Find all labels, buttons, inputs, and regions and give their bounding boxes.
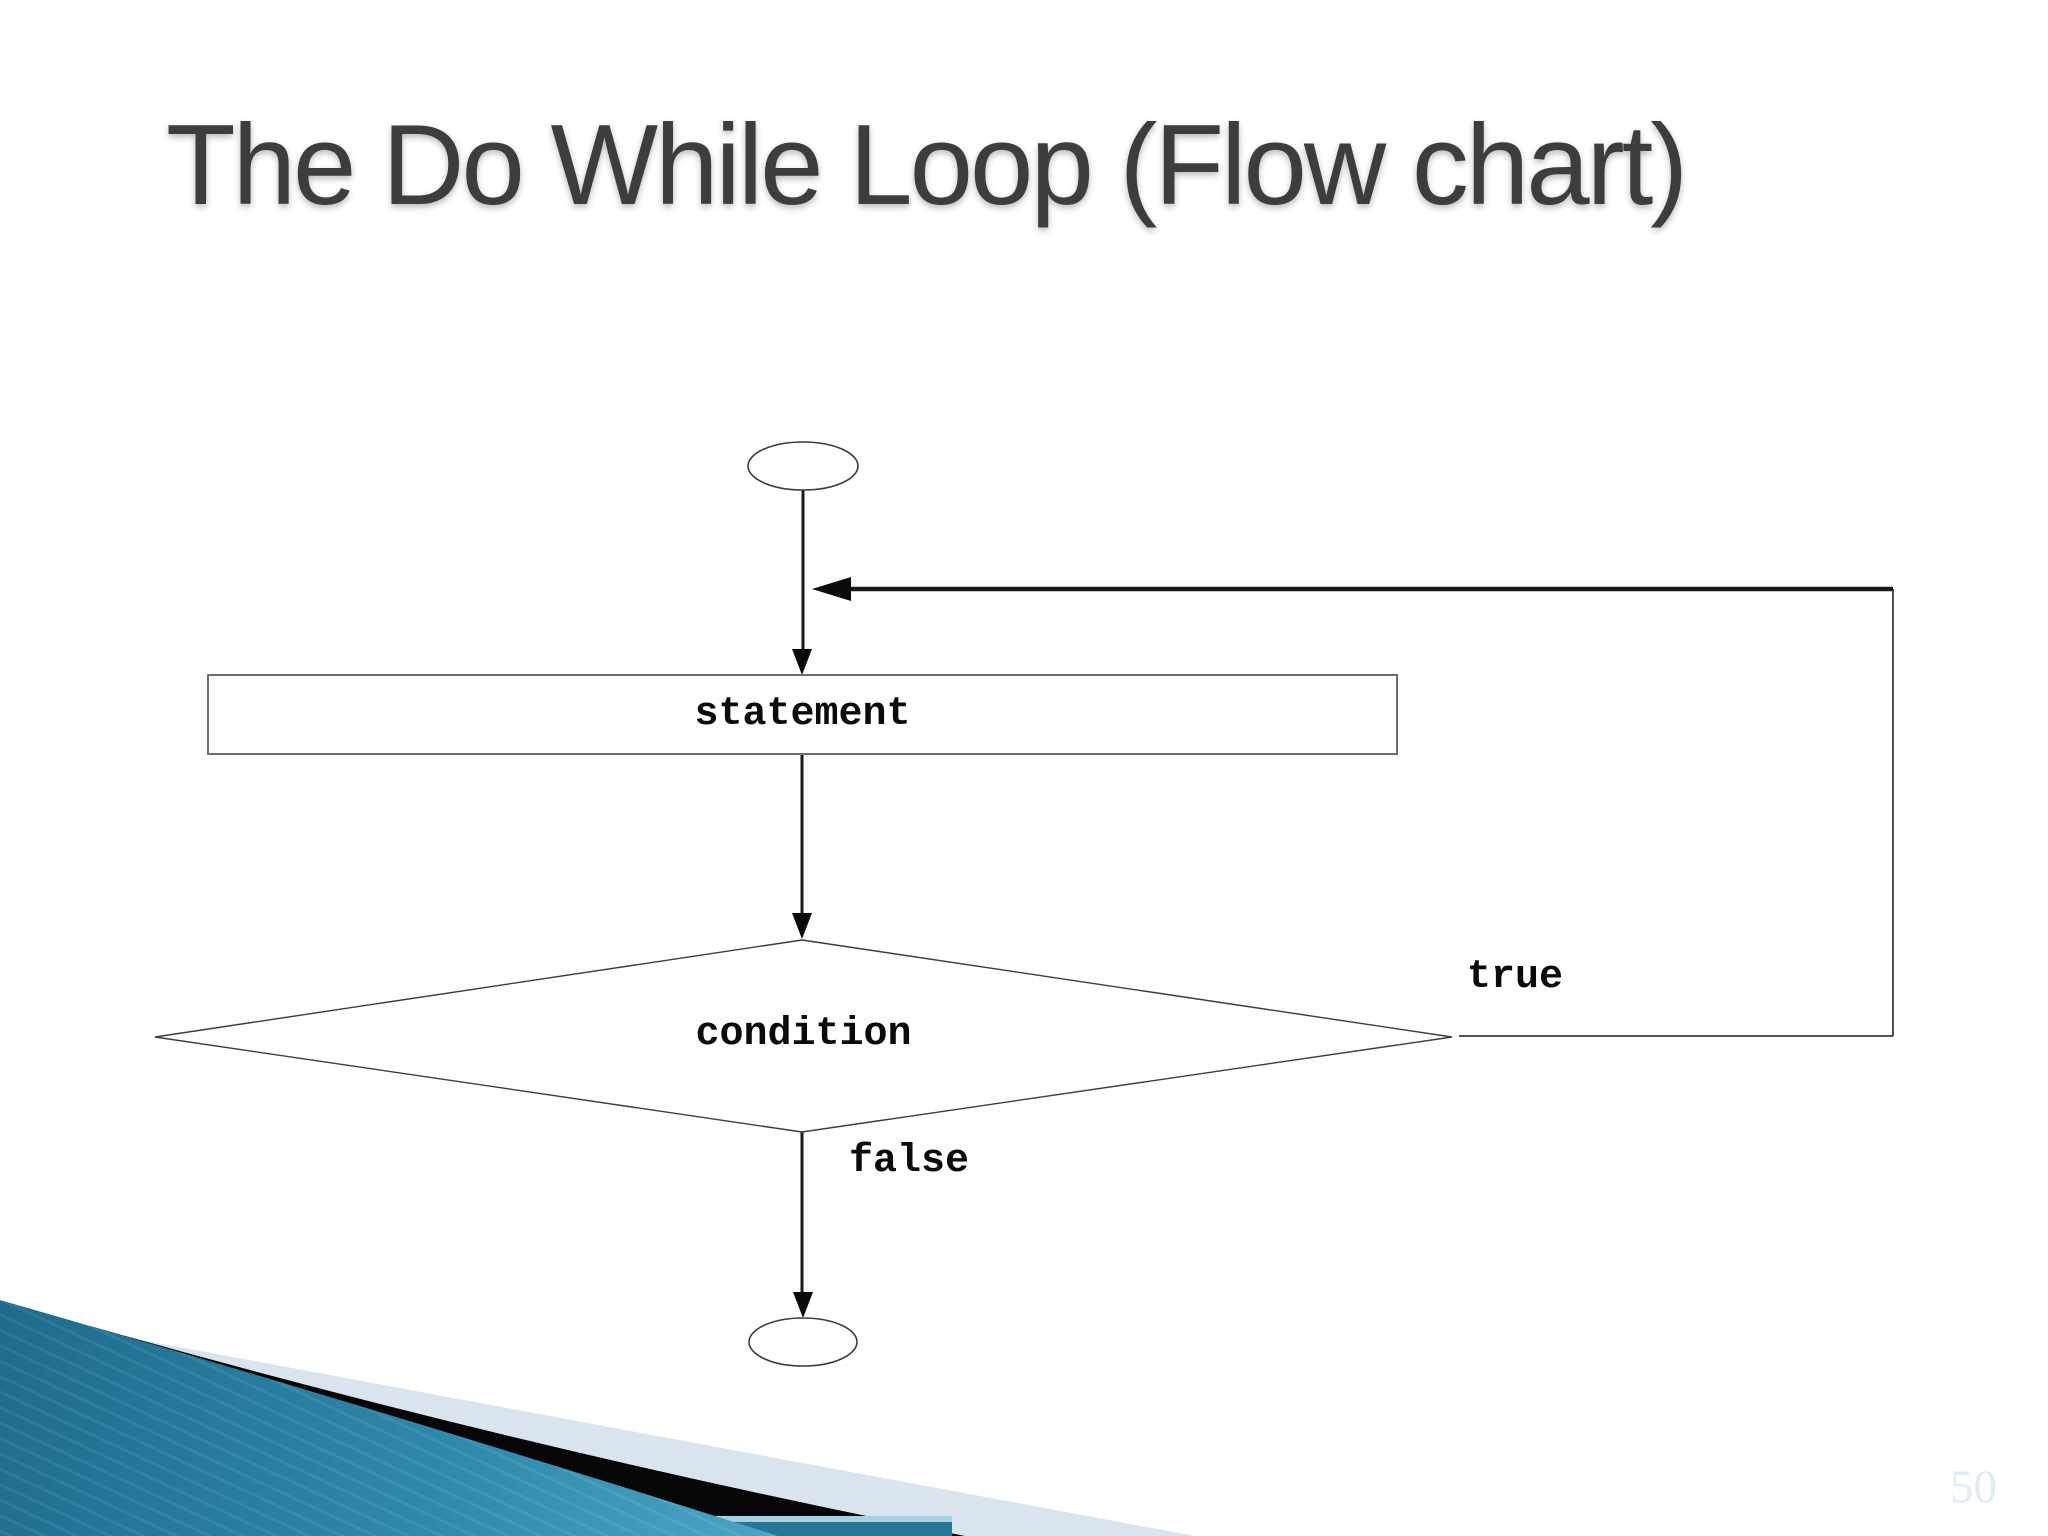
end-terminator-shape [748,1317,858,1367]
condition-decision-shape [154,939,1453,1133]
arrowhead-into-condition [792,913,812,939]
start-terminator-shape [747,441,859,491]
condition-node-label: condition [695,1012,912,1057]
arrowhead-feedback-left [812,577,851,601]
corner-decoration [0,1300,1195,1536]
corner-teal-texture [0,1300,778,1536]
arrowhead-into-statement [792,649,812,675]
flow-connectors [800,490,1894,1300]
true-branch-label: true [1467,955,1564,1000]
statement-process-shape [207,674,1398,755]
statement-node-label: statement [694,692,911,737]
false-branch-label: false [849,1139,970,1184]
arrowhead-into-end [793,1292,813,1318]
page-number: 50 [1950,1461,1997,1513]
arrowheads [792,577,851,1318]
page-title: The Do While Loop (Flow chart) [166,102,1688,229]
